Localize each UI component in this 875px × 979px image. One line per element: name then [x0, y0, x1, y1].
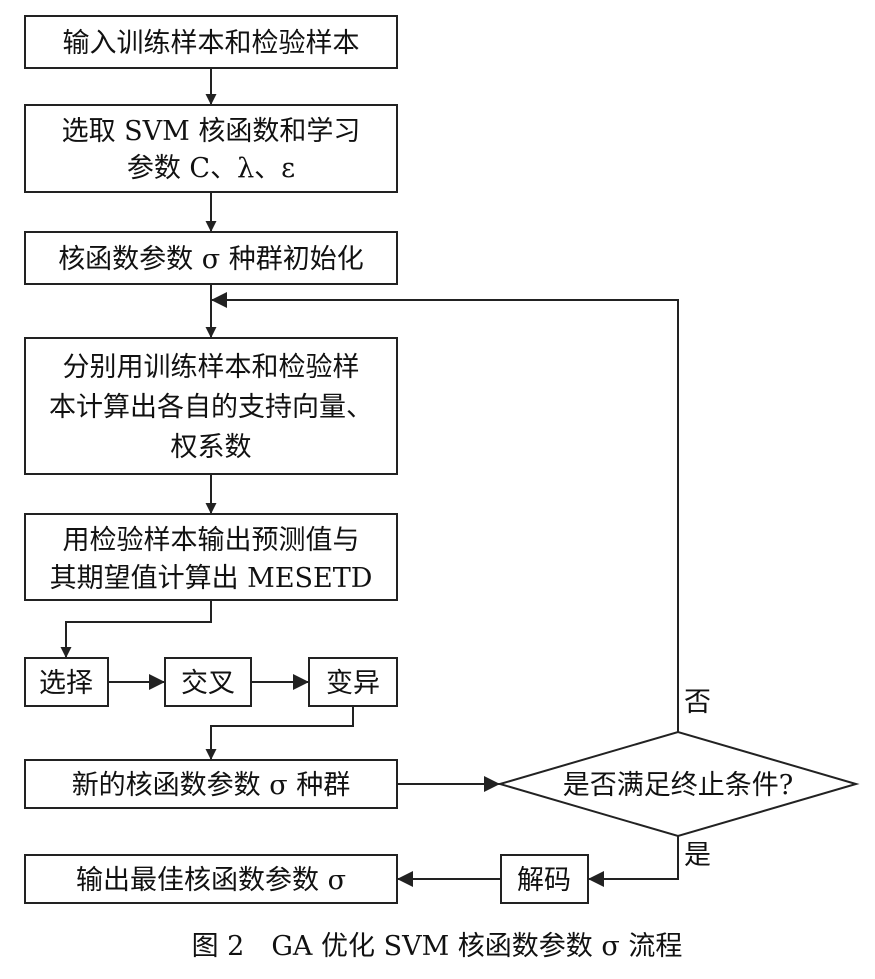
- node-output-best: 输出最佳核函数参数 σ: [24, 854, 398, 904]
- node-selection: 选择: [24, 657, 109, 707]
- node-new-population-label: 新的核函数参数 σ 种群: [72, 770, 351, 801]
- node-termination-check: 是否满足终止条件?: [496, 730, 860, 838]
- node-input-samples: 输入训练样本和检验样本: [24, 15, 398, 69]
- node-predict-label-1: 用检验样本输出预测值与: [63, 525, 360, 556]
- edge-predict-to-selection: [60, 600, 212, 658]
- node-selection-label: 选择: [39, 668, 93, 699]
- node-select-kernel: 选取 SVM 核函数和学习 参数 C、λ、ε: [24, 104, 398, 193]
- node-mutation-label: 变异: [326, 668, 380, 699]
- node-compute-weights-label-3: 权系数: [171, 432, 252, 463]
- node-input-samples-label: 输入训练样本和检验样本: [63, 28, 360, 59]
- figure-caption: 图 2 GA 优化 SVM 核函数参数 σ 流程: [192, 931, 683, 962]
- node-crossover: 交叉: [164, 657, 252, 707]
- node-predict-label-2: 其期望值计算出 MESETD: [50, 563, 373, 594]
- node-predict: 用检验样本输出预测值与 其期望值计算出 MESETD: [24, 513, 398, 601]
- edge-mutation-to-new-population: [205, 706, 354, 760]
- node-init-population: 核函数参数 σ 种群初始化: [24, 231, 398, 285]
- edge-label-yes: 是: [684, 840, 711, 871]
- node-select-kernel-label-2: 参数 C、λ、ε: [127, 153, 295, 184]
- node-init-population-label: 核函数参数 σ 种群初始化: [58, 244, 364, 275]
- node-output-best-label: 输出最佳核函数参数 σ: [76, 865, 346, 896]
- edge-label-no: 否: [684, 687, 711, 718]
- node-decode: 解码: [500, 854, 589, 904]
- edge-check-yes-to-decode: [588, 836, 679, 887]
- node-select-kernel-label-1: 选取 SVM 核函数和学习: [62, 116, 361, 147]
- node-compute-weights: 分别用训练样本和检验样 本计算出各自的支持向量、 权系数: [24, 337, 398, 475]
- edge-check-no-loop: [211, 292, 679, 732]
- node-new-population: 新的核函数参数 σ 种群: [24, 759, 398, 809]
- node-termination-check-label: 是否满足终止条件?: [563, 770, 793, 801]
- node-compute-weights-label-1: 分别用训练样本和检验样: [63, 352, 360, 383]
- node-crossover-label: 交叉: [181, 668, 235, 699]
- node-mutation: 变异: [308, 657, 398, 707]
- node-decode-label: 解码: [517, 865, 571, 896]
- node-compute-weights-label-2: 本计算出各自的支持向量、: [49, 392, 373, 423]
